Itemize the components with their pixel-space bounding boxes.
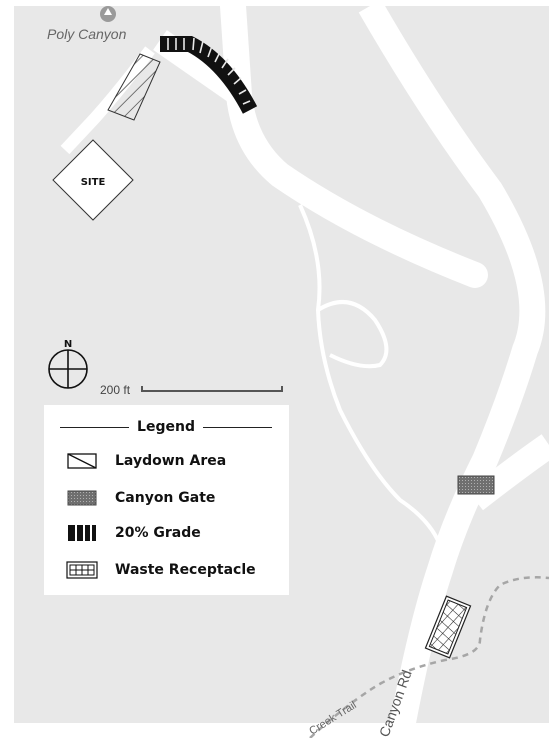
legend: Legend Laydown Area Canyon Gate 20% G: [44, 405, 289, 595]
canyon-rd[interactable]: [358, 0, 546, 738]
legend-title: Legend: [137, 419, 195, 435]
legend-item-laydown: Laydown Area: [65, 449, 226, 473]
black-bars-icon: [68, 525, 96, 541]
left-margin: [0, 0, 14, 738]
top-margin: [0, 0, 549, 6]
grade-20-segment[interactable]: [160, 36, 258, 114]
main-road[interactable]: [220, 0, 488, 288]
bottom-margin: [0, 723, 549, 738]
legend-label: Canyon Gate: [115, 490, 216, 506]
legend-item-grade: 20% Grade: [65, 521, 201, 545]
grade-hatch: [167, 37, 251, 105]
footpath-loop[interactable]: [316, 300, 389, 369]
site-marker[interactable]: [52, 139, 134, 221]
site-label: SITE: [81, 177, 106, 188]
legend-label: Waste Receptacle: [115, 562, 256, 578]
laydown-area[interactable]: [107, 53, 161, 121]
legend-rule-left: [60, 426, 130, 428]
footpath[interactable]: [298, 204, 442, 546]
tree-glyph-icon: [104, 8, 112, 15]
north-arrow-icon: [48, 349, 88, 389]
north-label: N: [64, 339, 72, 350]
place-label-poly-canyon[interactable]: Poly Canyon: [47, 26, 127, 42]
gray-stipple-icon: [67, 490, 97, 506]
waste-receptacle[interactable]: [424, 595, 472, 659]
scale-label: 200 ft: [100, 383, 131, 397]
scale-bar: [141, 386, 283, 392]
creek-trail[interactable]: [309, 576, 549, 738]
crosshatch-box-icon: [66, 561, 98, 579]
diagonal-hatch-icon: [67, 453, 97, 469]
legend-header: Legend: [60, 418, 273, 436]
legend-item-canyon-gate: Canyon Gate: [65, 486, 215, 510]
canyon-gate[interactable]: [457, 475, 495, 495]
legend-item-waste: Waste Receptacle: [65, 558, 256, 582]
legend-rule-right: [202, 426, 273, 428]
legend-label: 20% Grade: [115, 525, 201, 541]
legend-label: Laydown Area: [115, 453, 227, 469]
